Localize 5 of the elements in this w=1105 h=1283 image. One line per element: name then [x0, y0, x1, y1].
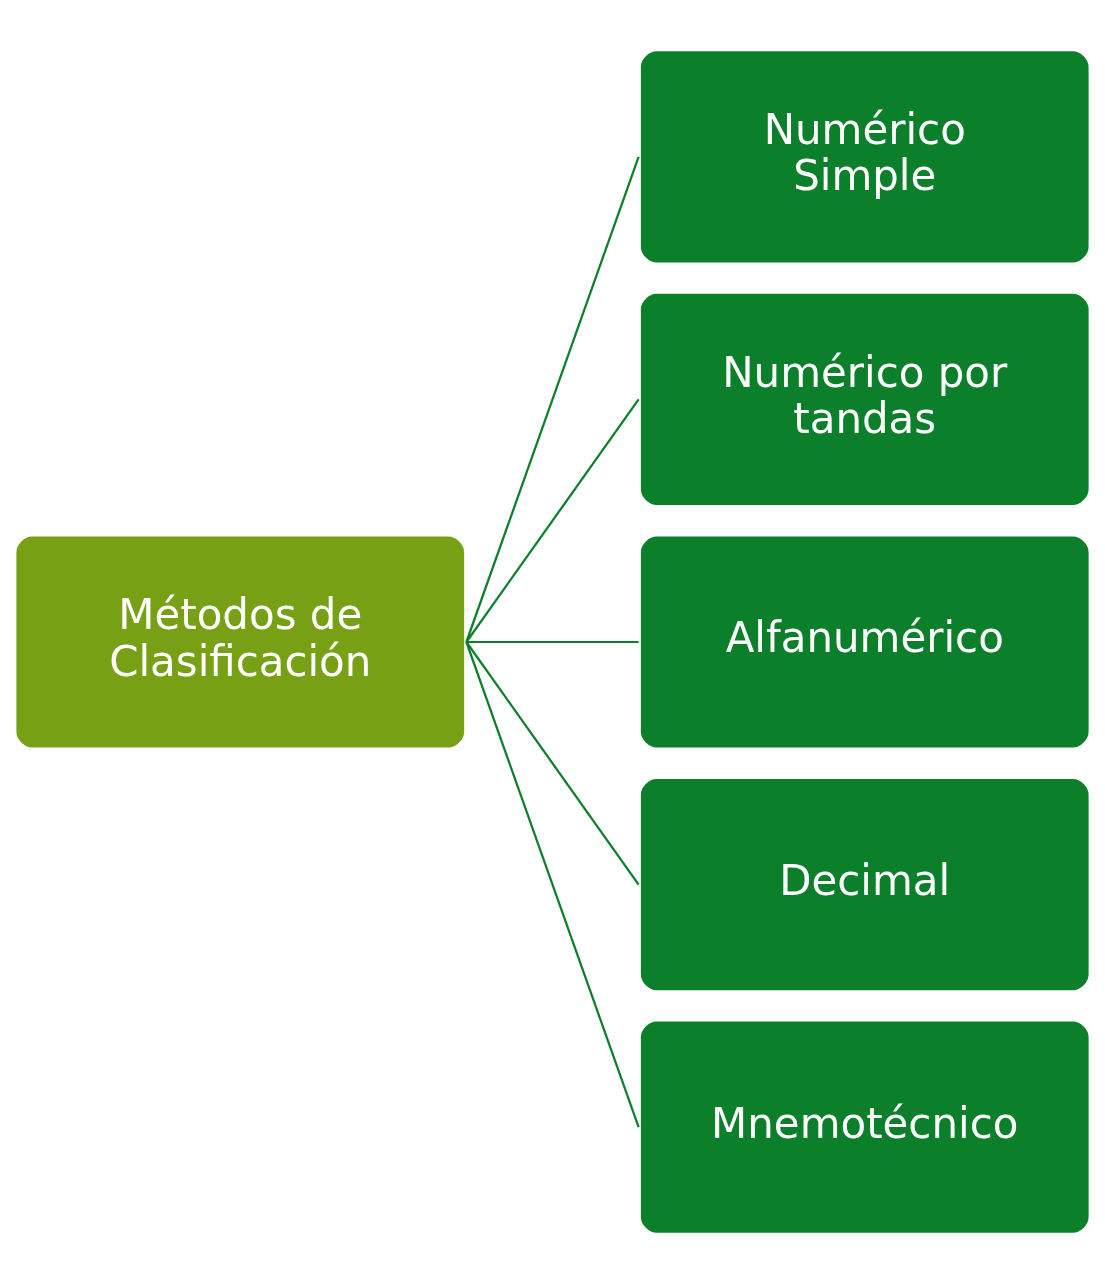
connector — [465, 640, 640, 885]
connector — [465, 155, 640, 642]
connector — [465, 641, 640, 1128]
connector — [466, 640, 639, 643]
connector — [465, 398, 640, 643]
